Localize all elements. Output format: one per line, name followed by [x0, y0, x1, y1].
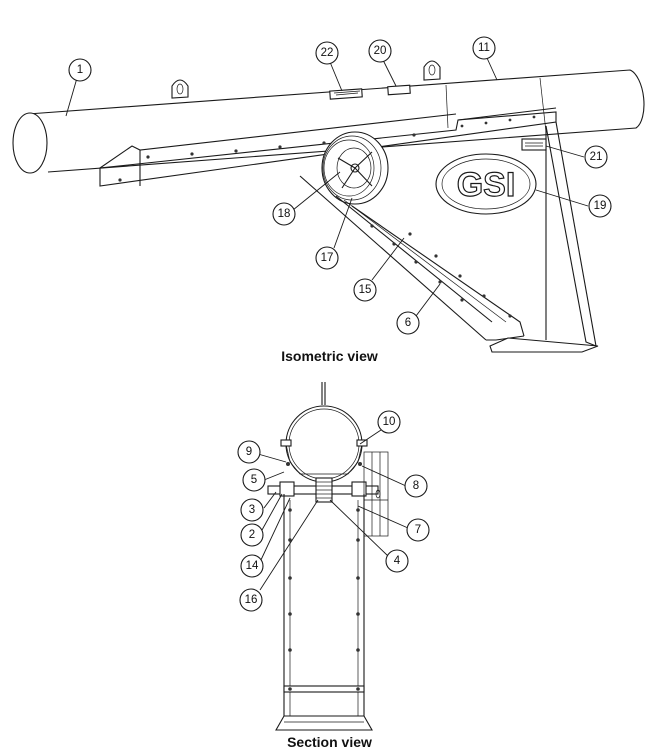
- callout-6: 6: [396, 311, 420, 335]
- svg-text:21: 21: [590, 151, 603, 163]
- svg-text:8: 8: [413, 480, 419, 492]
- svg-text:6: 6: [405, 317, 411, 329]
- callout-14: 14: [240, 554, 264, 578]
- svg-text:3: 3: [249, 504, 255, 516]
- svg-text:11: 11: [478, 42, 490, 54]
- main-tube: [12, 69, 645, 174]
- callout-9: 9: [237, 440, 261, 464]
- svg-text:19: 19: [594, 200, 607, 212]
- svg-text:18: 18: [278, 208, 291, 220]
- svg-text:1: 1: [77, 64, 83, 76]
- latch-plate: [387, 84, 411, 96]
- callout-11: 11: [472, 36, 496, 60]
- svg-text:4: 4: [394, 555, 401, 567]
- svg-text:22: 22: [321, 47, 334, 59]
- callout-10: 10: [377, 410, 401, 434]
- side-housing: [99, 107, 557, 187]
- svg-text:15: 15: [359, 284, 372, 296]
- svg-text:5: 5: [251, 474, 257, 486]
- section-base-plate: [275, 715, 373, 731]
- lifting-eye-right: [423, 60, 441, 81]
- section-view: 9 10 5 8 3 2 7 4 14 16: [237, 382, 430, 731]
- callout-5: 5: [242, 468, 266, 492]
- callout-16: 16: [239, 588, 263, 612]
- svg-text:2: 2: [249, 529, 255, 541]
- svg-text:20: 20: [374, 45, 387, 57]
- svg-text:7: 7: [415, 524, 421, 536]
- isometric-view-caption: Isometric view: [281, 348, 378, 364]
- drive-pulley: [321, 131, 389, 205]
- gsi-logo-text: GSI: [457, 166, 516, 204]
- section-leaders: [257, 429, 409, 591]
- section-leg: [275, 494, 373, 731]
- callout-1: 1: [68, 58, 92, 82]
- svg-text:14: 14: [246, 560, 259, 572]
- callout-20: 20: [368, 39, 392, 63]
- inspection-door: [329, 88, 363, 100]
- callout-19: 19: [588, 194, 612, 218]
- lifting-eye-left: [171, 79, 189, 99]
- svg-text:16: 16: [245, 594, 258, 606]
- callout-21: 21: [584, 145, 608, 169]
- svg-text:17: 17: [321, 252, 334, 264]
- callout-15: 15: [353, 278, 377, 302]
- callout-8: 8: [404, 474, 428, 498]
- svg-text:9: 9: [246, 446, 252, 458]
- callout-18: 18: [272, 202, 296, 226]
- svg-text:10: 10: [383, 416, 396, 428]
- warning-decal: [521, 138, 547, 151]
- isometric-view: GSI: [12, 36, 645, 353]
- lower-leg-channel: [299, 175, 525, 341]
- callout-22: 22: [315, 41, 339, 65]
- base-plate: [489, 337, 599, 353]
- section-view-caption: Section view: [287, 734, 372, 750]
- callout-4: 4: [385, 549, 409, 573]
- callout-3: 3: [240, 498, 264, 522]
- support-plate: [545, 121, 597, 347]
- gsi-logo: GSI: [435, 153, 537, 215]
- callout-7: 7: [406, 518, 430, 542]
- callout-2: 2: [240, 523, 264, 547]
- isometric-leaders: [65, 57, 589, 317]
- callout-17: 17: [315, 246, 339, 270]
